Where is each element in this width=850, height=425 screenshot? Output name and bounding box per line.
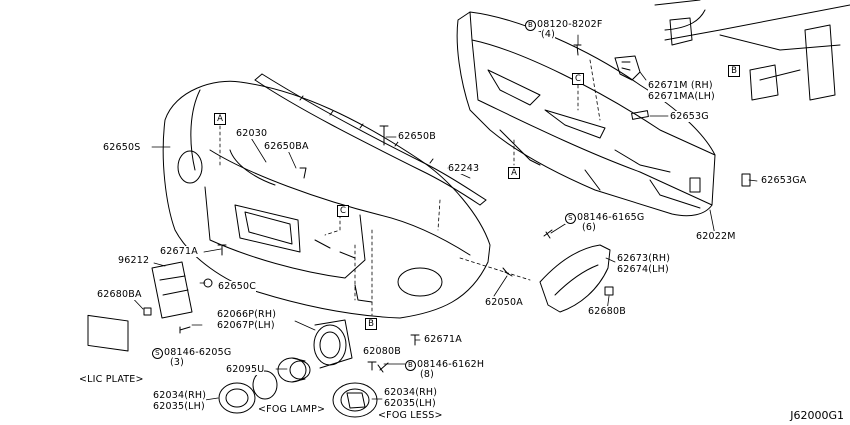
label-62674: 62674(LH)	[617, 264, 669, 275]
callout-c-bottom: C	[337, 205, 349, 217]
label-62030: 62030	[236, 128, 268, 139]
clip-62680ba-shape	[143, 307, 152, 316]
fog-finisher-left-shape	[218, 382, 256, 414]
label-08146-6162h-text: 08146-6162H	[417, 359, 485, 370]
bolt-symbol: B	[405, 360, 416, 371]
label-62034-right: 62034(RH)	[384, 387, 438, 398]
label-62095u: 62095U	[226, 364, 265, 375]
clip-62680b-shape	[604, 286, 614, 296]
label-62067p: 62067P(LH)	[217, 320, 275, 331]
label-62653ga: 62653GA	[761, 175, 807, 186]
screw-symbol: S	[152, 348, 163, 359]
callout-c-top: C	[572, 73, 584, 85]
label-08146-6162h-qty: (8)	[420, 369, 435, 380]
dashed-guides	[219, 59, 601, 316]
label-08146-6165g-text: 08146-6165G	[577, 212, 645, 223]
caption-lic-plate: <LIC PLATE>	[79, 374, 144, 385]
label-62650ba: 62650BA	[264, 141, 309, 152]
caption-fog-less: <FOG LESS>	[378, 410, 443, 421]
label-08146-6205g-text: 08146-6205G	[164, 347, 232, 358]
label-96212: 96212	[118, 255, 150, 266]
label-62050a: 62050A	[485, 297, 523, 308]
label-08146-6205g-qty: (3)	[170, 357, 185, 368]
fog-bracket-shape	[313, 319, 353, 369]
bolt-symbol-2: B	[525, 20, 536, 31]
screw-symbol-2: S	[565, 213, 576, 224]
label-62080b: 62080B	[363, 346, 401, 357]
label-62671m: 62671M (RH)	[648, 80, 713, 91]
bumper-fascia-shape	[162, 80, 491, 319]
fog-lamp-shape	[277, 357, 311, 383]
label-62034-left: 62034(RH)	[153, 390, 207, 401]
label-08120-8202f-qty: (4)	[541, 29, 556, 40]
label-08120-8202f-text: 08120-8202F	[537, 19, 603, 30]
label-62680b: 62680B	[588, 306, 626, 317]
label-62671ma: 62671MA(LH)	[648, 91, 715, 102]
label-62650c: 62650C	[218, 281, 257, 292]
frame-rails-shape	[654, 0, 850, 101]
fog-ring-shape	[252, 370, 278, 400]
bumper-armature-shape	[456, 11, 716, 217]
label-62673: 62673(RH)	[617, 253, 671, 264]
license-plate-shape	[87, 314, 129, 352]
label-62653g: 62653G	[670, 111, 709, 122]
fog-less-cover-shape	[332, 382, 378, 418]
callout-b-bottom: B	[365, 318, 377, 330]
side-bracket-shape	[614, 55, 641, 81]
caption-fog-lamp: <FOG LAMP>	[258, 404, 326, 415]
label-62243: 62243	[448, 163, 480, 174]
license-bracket-shape	[151, 261, 193, 319]
label-62066p: 62066P(RH)	[217, 309, 277, 320]
upper-retainer-strip	[254, 73, 487, 206]
diagram-code: J62000G1	[790, 409, 844, 422]
label-62650b: 62650B	[398, 131, 436, 142]
callout-a-right: A	[508, 167, 520, 179]
label-62035-right: 62035(LH)	[384, 398, 436, 409]
callout-a-left: A	[214, 113, 226, 125]
label-62671a-right: 62671A	[424, 334, 462, 345]
side-deflector-shape	[539, 244, 611, 313]
label-62650s: 62650S	[103, 142, 141, 153]
label-08146-6165g-qty: (6)	[582, 222, 597, 233]
label-62671a-left: 62671A	[160, 246, 198, 257]
label-62022m: 62022M	[696, 231, 736, 242]
pad-62653g-shape	[631, 110, 649, 120]
callout-b-top: B	[728, 65, 740, 77]
label-62035-left: 62035(LH)	[153, 401, 205, 412]
label-62680ba: 62680BA	[97, 289, 142, 300]
